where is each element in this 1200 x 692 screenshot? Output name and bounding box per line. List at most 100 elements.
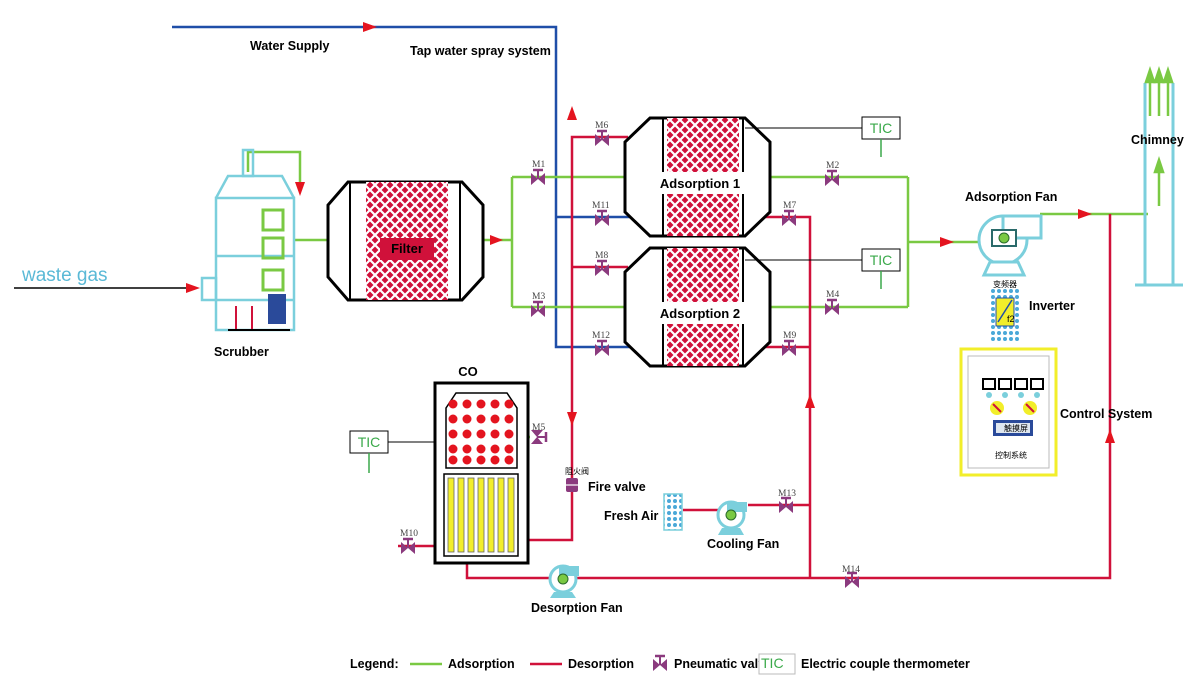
exchanger-tube [447, 477, 455, 553]
svg-text:触摸屏: 触摸屏 [1004, 423, 1028, 433]
svg-text:M9: M9 [783, 331, 796, 341]
heater-element [476, 429, 486, 439]
scrubber-windows [261, 208, 285, 292]
chimney [1135, 83, 1183, 287]
exchanger-tube [457, 477, 465, 553]
legend-adsorption: Adsorption [448, 657, 515, 671]
legend-pneumatic-valve: Pneumatic valve [674, 657, 772, 671]
svg-text:TIC: TIC [358, 434, 381, 450]
tap-water-label: Tap water spray system [410, 44, 551, 58]
heater-element [448, 414, 458, 424]
heater-element [462, 429, 472, 439]
heater-element [476, 455, 486, 465]
cooling-fan[interactable] [716, 500, 747, 535]
chimney-outflow-arrows [1144, 66, 1174, 206]
svg-text:f2: f2 [1007, 314, 1015, 324]
scrubber-label: Scrubber [214, 345, 269, 359]
waste-gas-label: waste gas [21, 265, 108, 286]
svg-text:M6: M6 [595, 121, 608, 131]
heater-element [490, 399, 500, 409]
exchanger-tube [497, 477, 505, 553]
heater-element [448, 429, 458, 439]
desorption-fan[interactable] [548, 564, 579, 598]
legend-tic: TIC [761, 655, 784, 671]
heater-element [504, 399, 514, 409]
legend-title: Legend: [350, 657, 399, 671]
exchanger-tube [477, 477, 485, 553]
heater-element [448, 399, 458, 409]
heater-element [504, 455, 514, 465]
control-system-label: Control System [1060, 407, 1152, 421]
heater-element [490, 455, 500, 465]
exchanger-tube [507, 477, 515, 553]
heater-element [490, 414, 500, 424]
heater-element [462, 414, 472, 424]
svg-text:M1: M1 [532, 160, 545, 170]
heater-element [448, 455, 458, 465]
valve-m1[interactable] [529, 168, 547, 187]
svg-text:M4: M4 [826, 290, 839, 300]
adsorption-tower-2: Adsorption 2 [623, 246, 772, 368]
co-heat-exchanger [447, 477, 515, 553]
svg-text:M13: M13 [778, 489, 796, 499]
valve-m2[interactable] [823, 169, 841, 188]
control-panel: 触摸屏 控制系统 [959, 347, 1058, 477]
valve-m8[interactable] [593, 259, 611, 278]
valve-m12[interactable] [593, 339, 611, 358]
heater-element [504, 414, 514, 424]
heater-element [504, 444, 514, 454]
svg-text:TIC: TIC [870, 120, 893, 136]
adsorption2-label: Adsorption 2 [660, 306, 740, 321]
valve-m9[interactable] [780, 339, 798, 358]
svg-text:TIC: TIC [870, 252, 893, 268]
heater-element [476, 414, 486, 424]
tic-box-co: TIC [349, 430, 435, 473]
valve-m10[interactable] [399, 537, 417, 556]
svg-text:M5: M5 [532, 423, 545, 433]
fire-valve-label: Fire valve [588, 480, 646, 494]
heater-element [476, 399, 486, 409]
legend: Legend: Adsorption Desorption Pneumatic … [350, 653, 970, 675]
valve-m7[interactable] [780, 209, 798, 228]
legend-valve-icon [651, 654, 669, 673]
filter-label: Filter [391, 241, 423, 256]
heater-element [448, 444, 458, 454]
inverter-cn-label: 变频器 [993, 279, 1017, 289]
water-lines [172, 22, 630, 349]
control-system-cn-label: 控制系统 [995, 450, 1027, 460]
valve-m6[interactable] [593, 129, 611, 148]
control-meters [982, 378, 1044, 398]
cooling-fan-label: Cooling Fan [707, 537, 779, 551]
tic-box-2: TIC [861, 248, 901, 289]
heater-element [504, 429, 514, 439]
valve-m4[interactable] [823, 298, 841, 317]
valve-m11[interactable] [593, 209, 611, 228]
heater-element [490, 444, 500, 454]
valve-m14[interactable] [843, 571, 861, 590]
svg-text:M10: M10 [400, 529, 418, 539]
adsorption-tower-1: Adsorption 1 [623, 116, 772, 238]
svg-text:M11: M11 [592, 201, 610, 211]
fresh-air-filter [663, 493, 683, 531]
adsorption-fan-label: Adsorption Fan [965, 190, 1057, 204]
svg-text:M7: M7 [783, 201, 796, 211]
scrubber-pump [228, 294, 290, 331]
heater-element [462, 399, 472, 409]
valve-m3[interactable] [529, 300, 547, 319]
svg-text:M14: M14 [842, 565, 860, 575]
valve-m13[interactable] [777, 496, 795, 515]
co-label: CO [458, 364, 478, 379]
fire-valve-cn-label: 阻火阀 [565, 467, 589, 476]
adsorption-fan[interactable] [977, 214, 1043, 277]
heater-element [462, 444, 472, 454]
legend-thermometer: Electric couple thermometer [801, 657, 970, 671]
svg-text:M8: M8 [595, 251, 608, 261]
fire-valve[interactable] [566, 478, 578, 492]
desorption-lines [398, 135, 1112, 580]
exchanger-tube [467, 477, 475, 553]
legend-desorption: Desorption [568, 657, 634, 671]
control-knobs[interactable] [990, 401, 1037, 415]
svg-text:M2: M2 [826, 161, 839, 171]
